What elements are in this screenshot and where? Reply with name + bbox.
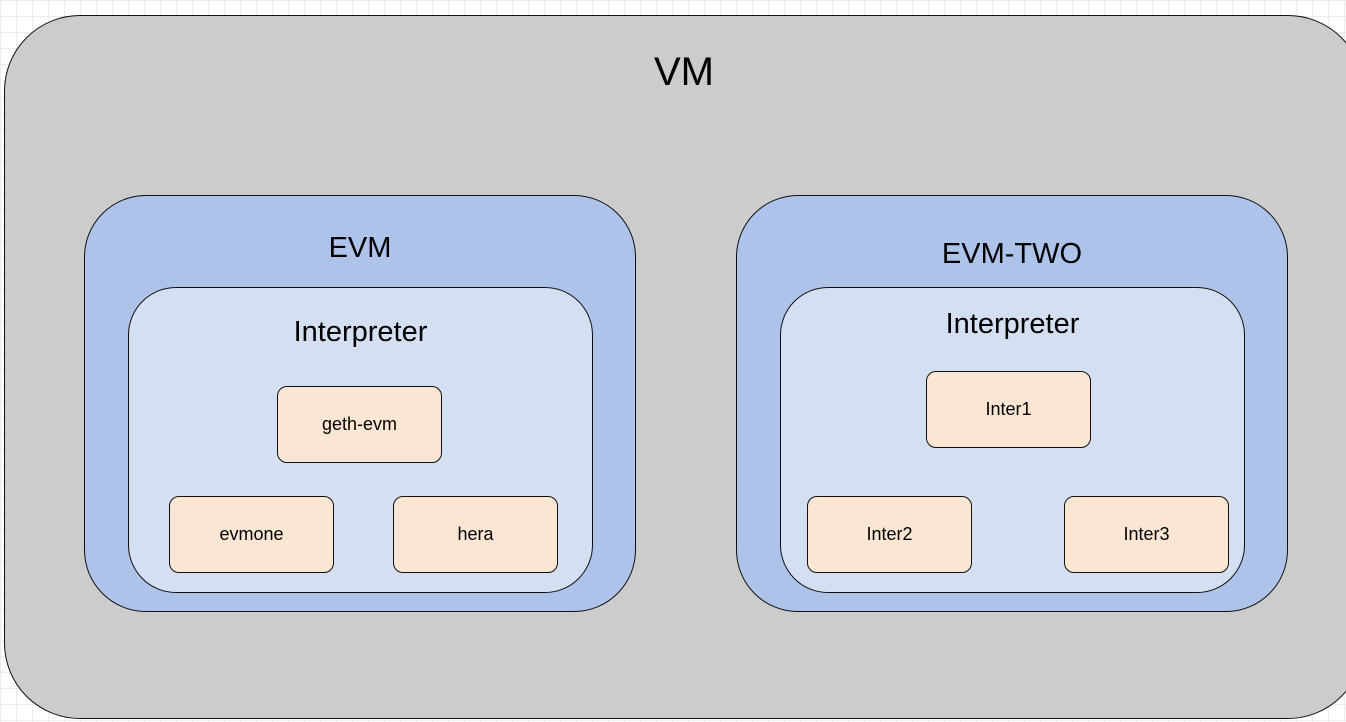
inter1-node[interactable]: Inter1: [926, 371, 1091, 448]
inter1-label: Inter1: [985, 399, 1032, 419]
inter3-node[interactable]: Inter3: [1064, 496, 1229, 573]
evmone-label: evmone: [219, 524, 284, 544]
evmone-node[interactable]: evmone: [169, 496, 334, 573]
geth-evm-label: geth-evm: [321, 414, 398, 434]
evm-container[interactable]: EVM Interpreter geth-evm evmone hera: [84, 195, 636, 612]
inter2-node[interactable]: Inter2: [807, 496, 972, 573]
evm-label: EVM: [328, 232, 392, 264]
evm-two-interpreter-label: Interpreter: [945, 308, 1080, 340]
vm-label: VM: [654, 50, 714, 94]
hera-label: hera: [457, 524, 494, 544]
vm-container[interactable]: VM EVM Interpreter geth-evm evmone hera …: [4, 15, 1346, 719]
evm-two-label: EVM-TWO: [941, 238, 1083, 270]
geth-evm-node[interactable]: geth-evm: [277, 386, 442, 463]
evm-interpreter-label: Interpreter: [293, 316, 428, 348]
evm-interpreter-container[interactable]: Interpreter geth-evm evmone hera: [128, 287, 593, 593]
inter2-label: Inter2: [866, 524, 913, 544]
evm-two-container[interactable]: EVM-TWO Interpreter Inter1 Inter2 Inter3: [736, 195, 1288, 612]
inter3-label: Inter3: [1123, 524, 1170, 544]
evm-two-interpreter-container[interactable]: Interpreter Inter1 Inter2 Inter3: [780, 287, 1245, 593]
hera-node[interactable]: hera: [393, 496, 558, 573]
